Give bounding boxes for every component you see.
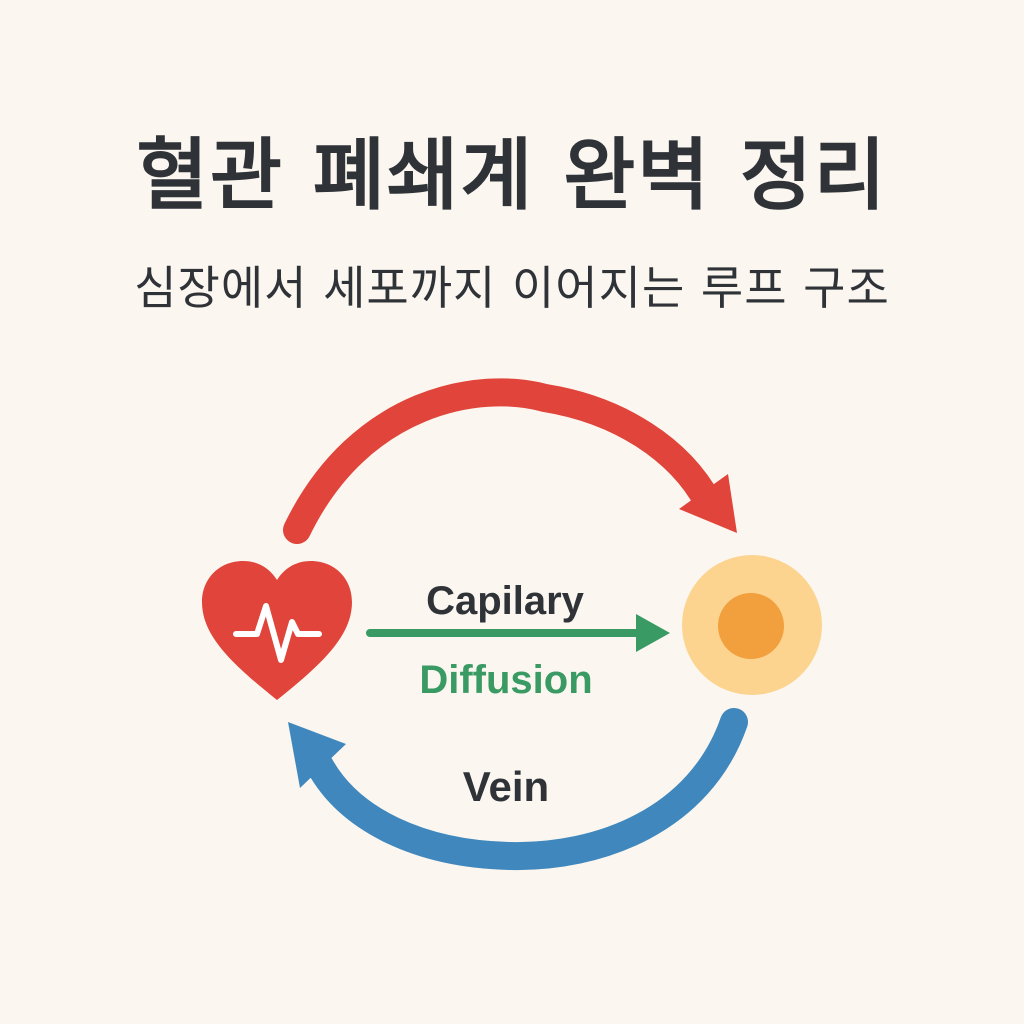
page-subtitle: 심장에서 세포까지 이어지는 루프 구조 bbox=[134, 261, 890, 315]
diffusion-label: Diffusion bbox=[419, 658, 592, 702]
pulse-line bbox=[233, 603, 322, 663]
capillary-arrowhead bbox=[636, 614, 670, 652]
vein-arrowhead bbox=[288, 722, 346, 788]
artery-arrowhead bbox=[679, 474, 737, 533]
artery-arc bbox=[283, 378, 722, 544]
artery-arrow bbox=[283, 378, 737, 544]
heart-shape bbox=[202, 561, 352, 700]
cell-icon bbox=[682, 555, 822, 695]
heart-pulse-icon bbox=[202, 561, 352, 700]
vein-arc bbox=[306, 708, 748, 871]
cell-nucleus bbox=[718, 593, 784, 659]
page-title: 혈관 폐쇄계 완벽 정리 bbox=[136, 131, 888, 221]
capillary-label: Capilary bbox=[426, 579, 585, 623]
vein-arrow bbox=[288, 708, 748, 871]
vein-label: Vein bbox=[463, 763, 549, 810]
capillary-arrow bbox=[366, 614, 670, 652]
